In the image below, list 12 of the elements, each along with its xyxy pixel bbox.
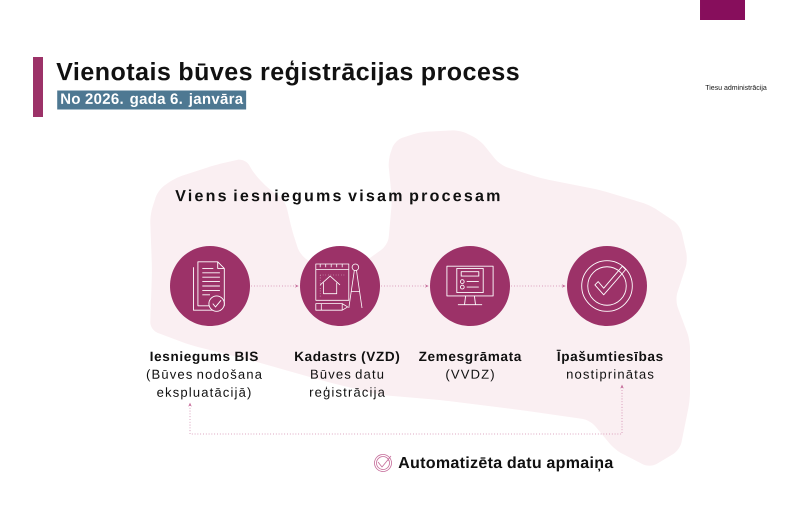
step-description: (VVDZ) <box>446 369 494 382</box>
note-text: Automatizēta datu apmaiņa <box>398 456 614 472</box>
step-description: (Būves nodošana ekspluatācijā) <box>146 369 262 400</box>
step-description: nostiprinātas <box>567 369 654 382</box>
step-title: Īpašumtiesības <box>556 350 663 364</box>
date-banner: No 2026. gada 6. janvāra <box>57 90 246 110</box>
step-title: Kadastrs (VZD) <box>295 351 400 364</box>
title: Vienotais būves reģistrācijas process <box>56 60 519 86</box>
step-title: Zemesgrāmata <box>419 352 522 364</box>
section-heading: Viens iesniegums visam procesam <box>175 190 500 204</box>
step-title: Iesniegums BIS <box>150 351 258 364</box>
step-description: Būves datu reģistrācija <box>310 369 385 400</box>
